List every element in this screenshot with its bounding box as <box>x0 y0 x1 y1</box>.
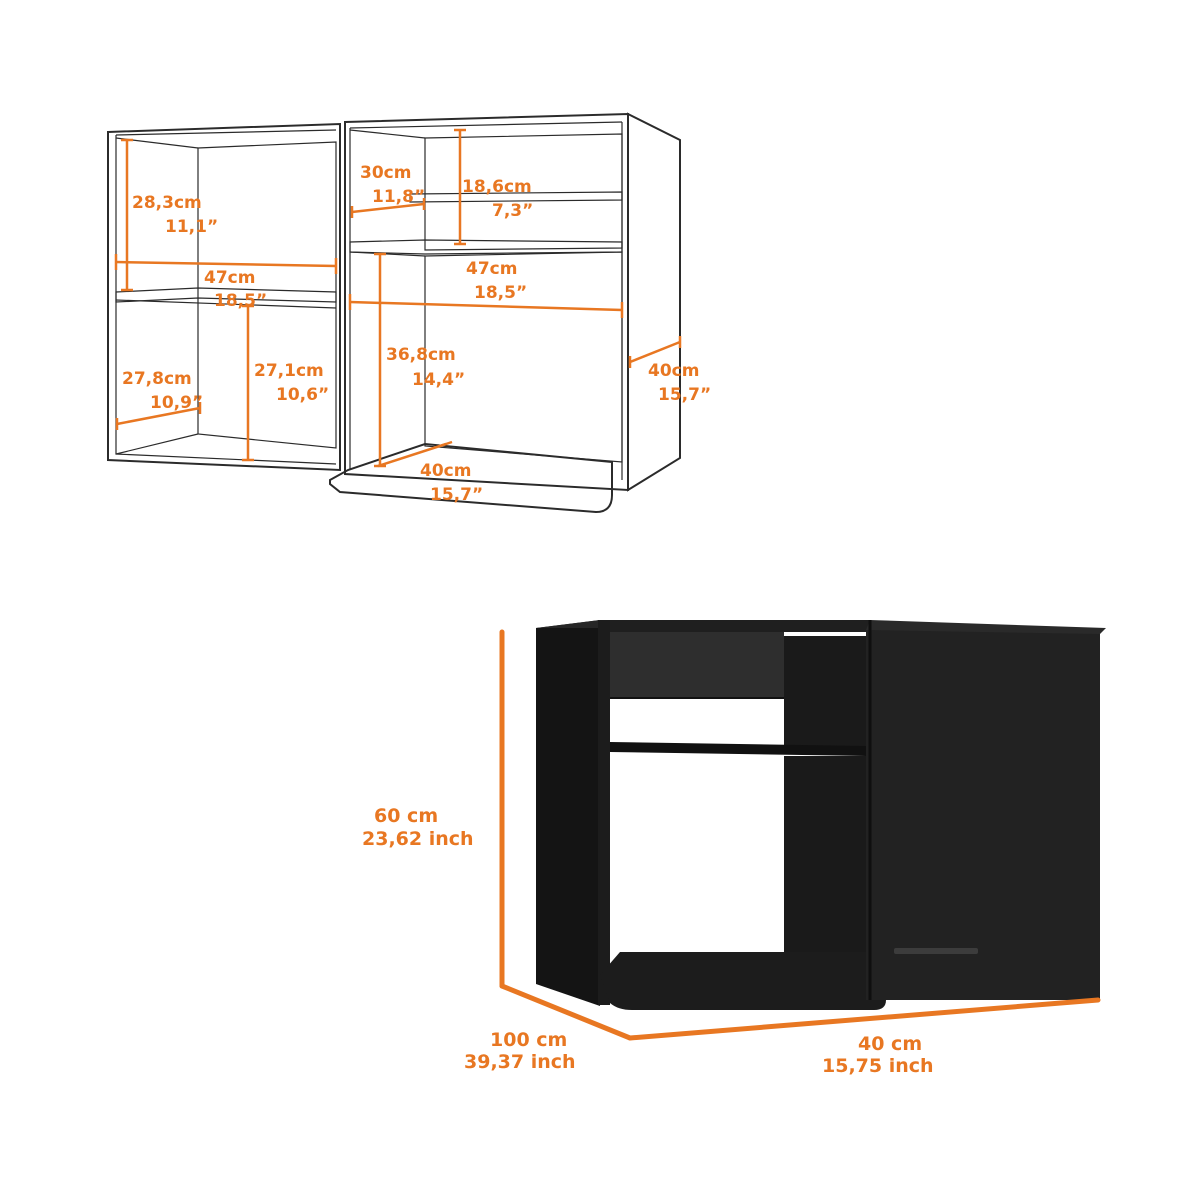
dim-left-top-height-cm: 28,3cm <box>132 193 202 213</box>
cabinet-left-side <box>536 620 600 1006</box>
dim-right-top-height-in: 7,3” <box>492 201 533 221</box>
dim-depth-in: 15,75 inch <box>822 1055 934 1077</box>
dim-right-base-depth-cm: 40cm <box>420 461 471 481</box>
dim-right-width-in: 18,5” <box>474 283 527 303</box>
right-lower-back <box>424 251 623 463</box>
dim-left-bottom-depth-cm: 27,8cm <box>122 369 192 389</box>
top-dimension-labels: 28,3cm 11,1” 47cm 18,5” 27,8cm 10,9” 27,… <box>122 163 711 505</box>
dim-width-cm: 100 cm <box>490 1029 567 1051</box>
right-cabinet-side <box>627 112 681 492</box>
dim-side-depth-cm: 40cm <box>648 361 699 381</box>
dim-right-top-height-cm: 18,6cm <box>462 177 532 197</box>
dim-right-open-height-cm: 36,8cm <box>386 345 456 365</box>
dim-left-bottom-height-cm: 27,1cm <box>254 361 324 381</box>
dim-height-cm: 60 cm <box>374 805 438 827</box>
bottom-measure-lines <box>499 629 1101 1041</box>
dim-side-depth-in: 15,7” <box>658 385 711 405</box>
dim-height-in: 23,62 inch <box>362 828 474 850</box>
dim-left-bottom-height-in: 10,6” <box>276 385 329 405</box>
middle-shelf <box>610 742 866 756</box>
bottom-dimension-labels: 60 cm 23,62 inch 100 cm 39,37 inch 40 cm… <box>362 805 934 1077</box>
left-cabinet-outline <box>107 122 341 472</box>
right-middle-shelf <box>349 239 623 255</box>
dim-right-open-height-in: 14,4” <box>412 370 465 390</box>
dim-right-base-depth-in: 15,7” <box>430 485 483 505</box>
vertical-divider <box>784 636 866 746</box>
right-base-board <box>329 442 613 514</box>
top-measure-lines <box>114 128 682 468</box>
right-small-shelf <box>409 191 623 203</box>
cabinet-door[interactable] <box>866 630 1100 1000</box>
line-drawing-cabinet <box>107 112 681 514</box>
dim-right-top-width-in: 11,8” <box>372 187 425 207</box>
upper-compartment-back <box>610 632 784 698</box>
dim-right-top-width-cm: 30cm <box>360 163 411 183</box>
dim-left-width-cm: 47cm <box>204 268 255 288</box>
base-board <box>600 952 886 1010</box>
dim-left-bottom-depth-in: 10,9” <box>150 393 203 413</box>
dim-left-top-height-in: 11,1” <box>165 217 218 237</box>
dim-left-width-in: 18,5” <box>214 291 267 311</box>
dim-right-width-cm: 47cm <box>466 259 517 279</box>
left-cabinet-back <box>197 141 337 449</box>
left-shelf <box>115 287 337 303</box>
cabinet-left-front-edge <box>598 620 610 1005</box>
door-handle[interactable] <box>894 948 978 954</box>
dim-depth-cm: 40 cm <box>858 1033 922 1055</box>
dim-width-in: 39,37 inch <box>464 1051 576 1073</box>
cabinet-render <box>536 620 1106 1010</box>
